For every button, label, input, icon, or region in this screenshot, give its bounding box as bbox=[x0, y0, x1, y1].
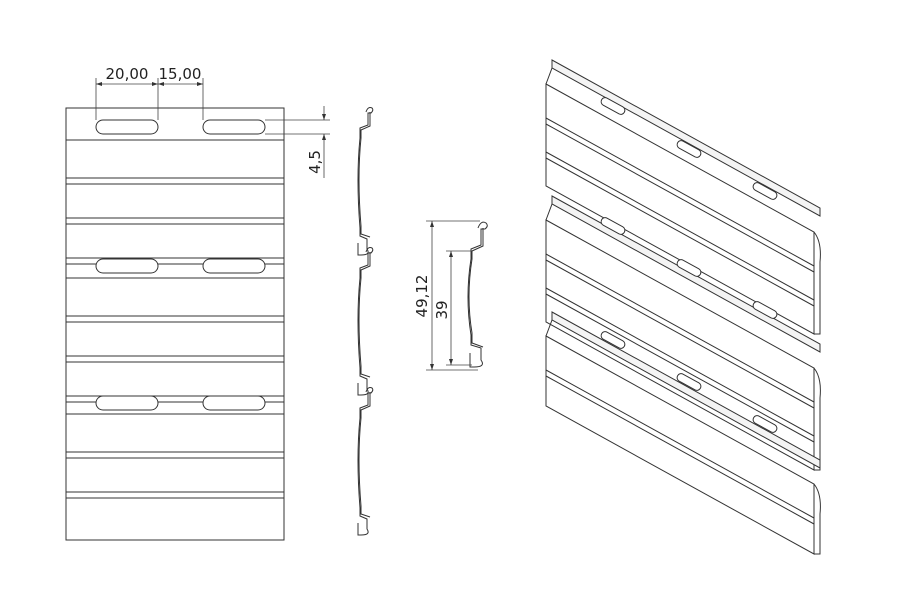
side-profile-stack bbox=[357, 107, 374, 536]
ventilation-slots bbox=[95, 119, 266, 411]
slot bbox=[95, 258, 159, 274]
slot bbox=[202, 395, 266, 411]
slot bbox=[202, 258, 266, 274]
dim-overall-height: 49,12 bbox=[413, 275, 431, 318]
dim-slot-length: 20,00 bbox=[106, 65, 149, 83]
isometric-slat bbox=[545, 195, 821, 471]
isometric-view bbox=[545, 59, 821, 555]
slot-dimensions: 20,00 15,00 bbox=[95, 65, 204, 120]
dim-slot-height: 4,5 bbox=[306, 150, 324, 174]
front-view-outline bbox=[65, 107, 285, 541]
isometric-slat bbox=[545, 311, 821, 555]
dim-slot-gap: 15,00 bbox=[159, 65, 202, 83]
slot bbox=[95, 119, 159, 135]
front-view: 20,00 15,00 4,5 bbox=[65, 65, 330, 541]
single-profile: 49,12 39 bbox=[413, 220, 488, 371]
isometric-slat bbox=[545, 59, 821, 335]
slot-height-dimension: 4,5 bbox=[265, 106, 330, 178]
slot bbox=[202, 119, 266, 135]
dim-visible-height: 39 bbox=[433, 300, 451, 319]
slat-lines bbox=[66, 139, 284, 499]
slot bbox=[95, 395, 159, 411]
